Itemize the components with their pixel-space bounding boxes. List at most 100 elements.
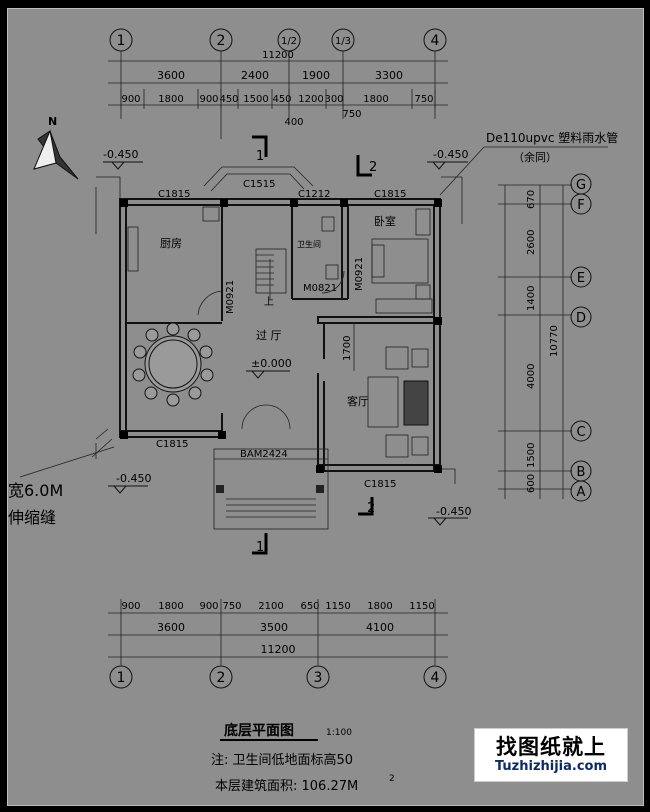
window-tag: C1815: [156, 439, 188, 450]
joint-note: 宽6.0M 伸缩缝: [8, 481, 63, 527]
window-tag: C1815: [364, 479, 396, 490]
level-text: ±0.000: [251, 357, 292, 370]
axis-bubbles-bottom: 1 2 3 4: [109, 665, 447, 689]
door-tag: BAM2424: [240, 449, 288, 460]
section-label: 2: [367, 501, 375, 516]
dim-text: 1800: [363, 94, 388, 105]
dim-total-right: 10770: [549, 325, 560, 357]
joint-note-line2: 伸缩缝: [8, 508, 56, 527]
watermark-logo: 找图纸就上 Tuzhizhijia.com: [474, 728, 628, 782]
dim-text: 2400: [241, 69, 269, 82]
dim-text: 900: [199, 94, 218, 105]
door-tag: M0921: [354, 257, 365, 291]
area-sup: 2: [389, 774, 395, 784]
dim-text: 670: [526, 190, 537, 209]
dim-text: 450: [219, 94, 238, 105]
dim-total-bottom: 11200: [261, 643, 296, 656]
dim-text: 1800: [367, 601, 392, 612]
dim-text: 1700: [342, 336, 353, 361]
dim-text: 1900: [302, 69, 330, 82]
axis-label: 1: [117, 670, 126, 686]
walls: [119, 198, 442, 530]
axis-label: D: [576, 311, 586, 326]
level-text: -0.450: [103, 148, 138, 161]
dim-text: 900: [121, 94, 140, 105]
plan-title: 底层平面图: [224, 722, 294, 739]
axis-label: 2: [217, 33, 226, 49]
section-label: 2: [369, 160, 377, 175]
dim-text: 4000: [526, 364, 537, 389]
room-hall: 过 厅: [256, 329, 282, 342]
window-tag: C1815: [158, 189, 190, 200]
plan-scale: 1:100: [326, 728, 352, 738]
dim-text: 1150: [409, 601, 434, 612]
area-label: 本层建筑面积: 106.27M: [215, 778, 358, 794]
eaves-outline: [95, 166, 463, 484]
watermark-url: Tuzhizhijia.com: [494, 759, 608, 774]
dim-text: 3500: [260, 621, 288, 634]
axis-label: G: [576, 178, 586, 193]
title-block: 底层平面图 1:100 注: 卫生间低地面标高50 本层建筑面积: 106.27…: [211, 722, 395, 794]
axis-label: 1/2: [281, 36, 297, 47]
door-tag: M0921: [225, 280, 236, 314]
dim-text: 1200: [298, 94, 323, 105]
dim-text: 650: [300, 601, 319, 612]
pipe-note-line1: De110upvc 塑料雨水管: [486, 130, 618, 145]
dim-text: 400: [284, 117, 303, 128]
dim-text: 3600: [157, 621, 185, 634]
window-tag: C1815: [374, 189, 406, 200]
axis-label: 4: [431, 670, 440, 686]
furniture: [19, 206, 433, 478]
axis-label: B: [577, 465, 586, 480]
north-label: N: [48, 115, 57, 128]
room-bedroom: 卧室: [374, 214, 396, 228]
dim-text: 2100: [258, 601, 283, 612]
stair-up-label: 上: [264, 296, 274, 308]
dim-text: 1800: [158, 601, 183, 612]
dim-text: 750: [342, 109, 361, 120]
dimensions-bottom: 900 1800 900 750 2100 650 1150 1800 1150…: [108, 599, 448, 665]
pipe-note-line2: （余同）: [513, 150, 557, 164]
section-marks: 1 2 1 2: [252, 135, 377, 555]
dim-text: 300: [324, 94, 343, 105]
window-tag: C1212: [298, 189, 330, 200]
dim-text: 1500: [243, 94, 268, 105]
axis-label: 2: [217, 670, 226, 686]
dim-text: 3300: [375, 69, 403, 82]
axis-label: 1: [117, 33, 126, 49]
dim-text: 900: [121, 601, 140, 612]
dim-text: 1400: [526, 286, 537, 311]
room-living: 客厅: [347, 394, 369, 408]
drawing-sheet: 1 2 1/2 1/3 4 11200 3600 2400 1900 3300 …: [7, 8, 644, 806]
axis-label: C: [576, 425, 585, 440]
dim-text: 1500: [526, 443, 537, 468]
dimensions-right: 670 2600 1400 4000 1500 600 10770: [498, 184, 572, 499]
axis-label: A: [577, 485, 586, 500]
dim-text: 750: [414, 94, 433, 105]
section-label: 1: [256, 540, 264, 555]
note-line: 注: 卫生间低地面标高50: [211, 752, 353, 768]
dim-text: 900: [199, 601, 218, 612]
axis-label: 1/3: [335, 36, 351, 47]
north-arrow: N: [33, 115, 79, 180]
room-kitchen: 厨房: [160, 237, 182, 250]
dim-text: 750: [222, 601, 241, 612]
room-bathroom: 卫生间: [297, 239, 321, 249]
dimensions-top: 11200 3600 2400 1900 3300 900 1800 900 4…: [108, 50, 448, 128]
axis-bubbles-top: 1 2 1/2 1/3 4: [109, 28, 447, 139]
dim-text: 1800: [158, 94, 183, 105]
axis-label: 3: [314, 670, 323, 686]
interior-dimension: 1700: [342, 323, 355, 371]
dim-text: 3600: [157, 69, 185, 82]
axis-label: E: [577, 271, 585, 286]
level-text: -0.450: [116, 472, 151, 485]
axis-bubbles-right: G F E D C B A: [570, 173, 592, 502]
level-text: -0.450: [436, 505, 471, 518]
dim-text: 2600: [526, 230, 537, 255]
level-markers: -0.450 -0.450 -0.450 -0.450 ±0.000: [103, 148, 471, 526]
pipe-note: De110upvc 塑料雨水管 （余同）: [439, 130, 618, 196]
axis-label: 4: [431, 33, 440, 49]
dim-text: 4100: [366, 621, 394, 634]
dim-text: 450: [272, 94, 291, 105]
dim-text: 600: [526, 474, 537, 493]
